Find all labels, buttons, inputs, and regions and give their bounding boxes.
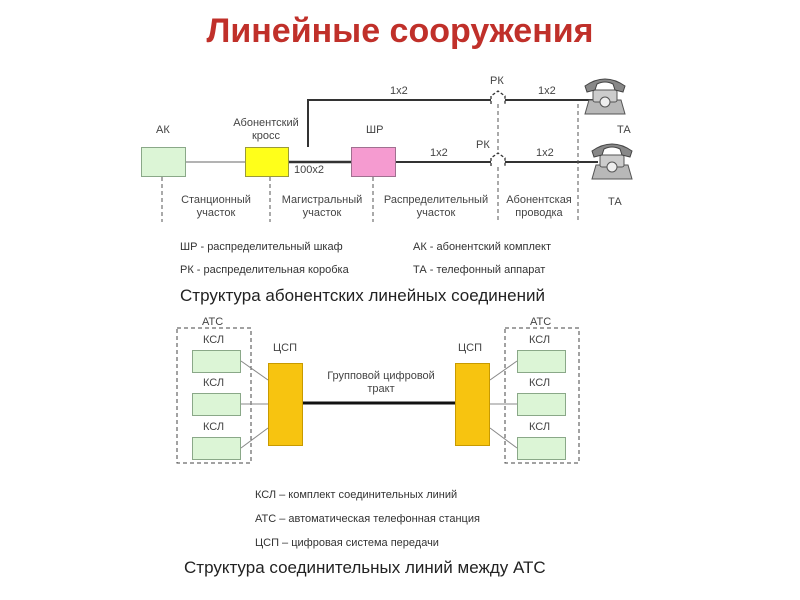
- ta-top-label: ТА: [617, 124, 631, 136]
- trunk-label: Групповой цифровой тракт: [327, 370, 435, 395]
- pairs-top-1: 1х2: [390, 85, 408, 97]
- caption-trunk-structure: Структура соединительных линий между АТС: [184, 558, 546, 577]
- telephone-icon: [591, 143, 633, 180]
- ksl-right-2: [517, 393, 566, 416]
- csp-right-label: ЦСП: [458, 342, 482, 354]
- legend-csp: ЦСП – цифровая система передачи: [255, 537, 439, 549]
- cross-label: Абонентский кросс: [233, 117, 299, 142]
- ak-box: [141, 147, 186, 177]
- ksl-left-2-label: КСЛ: [203, 377, 225, 389]
- csp-right-box: [455, 363, 490, 446]
- ksl-right-1-label: КСЛ: [529, 334, 551, 346]
- caption-subscriber-structure: Структура абонентских линейных соединени…: [180, 286, 545, 305]
- legend-shr: ШР - распределительный шкаф: [180, 241, 343, 253]
- ksl-left-3-label: КСЛ: [203, 421, 225, 433]
- pairs-main: 100х2: [294, 164, 324, 176]
- pairs-bottom-1: 1х2: [430, 147, 448, 159]
- section-subscriber: Абонентская проводка: [506, 194, 572, 219]
- legend-ak: АК - абонентский комплект: [413, 241, 551, 253]
- ak-label: АК: [156, 124, 170, 136]
- rk-bottom-label: РК: [476, 139, 490, 151]
- page-title: Линейные сооружения: [206, 12, 594, 50]
- legend-ats: АТС – автоматическая телефонная станция: [255, 513, 480, 525]
- ksl-right-2-label: КСЛ: [529, 377, 551, 389]
- shr-box: [351, 147, 396, 177]
- ats-left-label: АТС: [202, 316, 224, 328]
- ats-right-label: АТС: [530, 316, 552, 328]
- ksl-left-1-label: КСЛ: [203, 334, 225, 346]
- ksl-right-3-label: КСЛ: [529, 421, 551, 433]
- junction-box-icon: [490, 152, 506, 166]
- legend-rk: РК - распределительная коробка: [180, 264, 349, 276]
- section-station: Станционный участок: [181, 194, 251, 219]
- ksl-right-3: [517, 437, 566, 460]
- pairs-bottom-2: 1х2: [536, 147, 554, 159]
- rk-top-label: РК: [490, 75, 504, 87]
- ksl-left-3: [192, 437, 241, 460]
- shr-label: ШР: [366, 124, 384, 136]
- ksl-left-2: [192, 393, 241, 416]
- legend-ksl: КСЛ – комплект соединительных линий: [255, 489, 458, 501]
- junction-box-icon: [490, 90, 506, 104]
- section-distribution: Распределительный участок: [383, 194, 489, 219]
- ksl-left-1: [192, 350, 241, 373]
- section-main: Магистральный участок: [281, 194, 363, 219]
- legend-ta: ТА - телефонный аппарат: [413, 264, 546, 276]
- csp-left-box: [268, 363, 303, 446]
- csp-left-label: ЦСП: [273, 342, 297, 354]
- ta-bottom-label: ТА: [608, 196, 622, 208]
- pairs-top-2: 1х2: [538, 85, 556, 97]
- telephone-icon: [584, 78, 626, 115]
- ksl-right-1: [517, 350, 566, 373]
- subscriber-cross-box: [245, 147, 289, 177]
